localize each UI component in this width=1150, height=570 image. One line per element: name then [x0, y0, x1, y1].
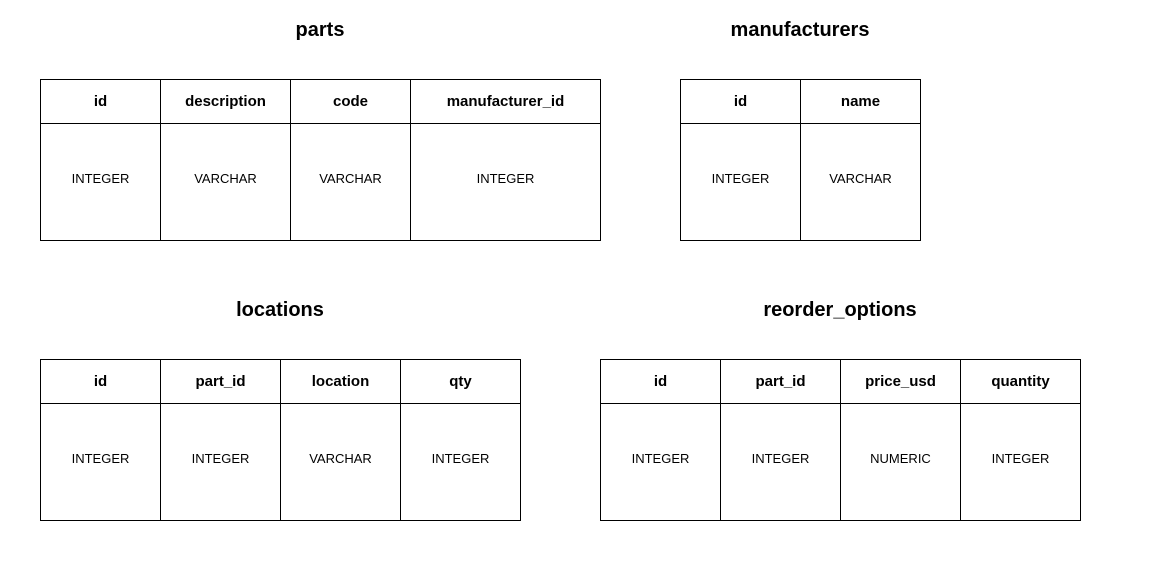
column-type-cell: NUMERIC: [840, 403, 961, 521]
entity-table-reorder-options: id part_id price_usd quantity INTEGER IN…: [600, 359, 1081, 521]
column-type-cell: VARCHAR: [800, 123, 921, 241]
column-type-cell: INTEGER: [720, 403, 841, 521]
column-header-cell: id: [40, 79, 161, 124]
column-header-cell: location: [280, 359, 401, 404]
entity-title-parts: parts: [295, 19, 345, 41]
column-type-cell: INTEGER: [410, 123, 601, 241]
column-header-cell: price_usd: [840, 359, 961, 404]
column-header-cell: quantity: [960, 359, 1081, 404]
column-header-row: id name: [680, 79, 921, 124]
column-header-cell: description: [160, 79, 291, 124]
column-type-cell: INTEGER: [680, 123, 801, 241]
entity-title-manufacturers: manufacturers: [730, 19, 870, 41]
column-header-cell: part_id: [160, 359, 281, 404]
entity-title-reorder-options: reorder_options: [763, 299, 917, 321]
entity-title-locations: locations: [236, 299, 324, 321]
column-type-cell: INTEGER: [600, 403, 721, 521]
column-type-row: INTEGER VARCHAR: [680, 123, 921, 241]
column-header-cell: code: [290, 79, 411, 124]
column-header-cell: id: [680, 79, 801, 124]
column-header-cell: part_id: [720, 359, 841, 404]
column-header-cell: id: [40, 359, 161, 404]
column-type-row: INTEGER INTEGER VARCHAR INTEGER: [40, 403, 521, 521]
column-header-cell: manufacturer_id: [410, 79, 601, 124]
column-type-cell: INTEGER: [40, 123, 161, 241]
column-header-row: id description code manufacturer_id: [40, 79, 601, 124]
column-type-cell: INTEGER: [400, 403, 521, 521]
column-header-cell: name: [800, 79, 921, 124]
column-type-cell: INTEGER: [160, 403, 281, 521]
column-type-cell: INTEGER: [40, 403, 161, 521]
entity-table-locations: id part_id location qty INTEGER INTEGER …: [40, 359, 521, 521]
column-type-row: INTEGER INTEGER NUMERIC INTEGER: [600, 403, 1081, 521]
column-type-cell: INTEGER: [960, 403, 1081, 521]
entity-table-manufacturers: id name INTEGER VARCHAR: [680, 79, 921, 241]
column-type-cell: VARCHAR: [290, 123, 411, 241]
column-type-row: INTEGER VARCHAR VARCHAR INTEGER: [40, 123, 601, 241]
column-type-cell: VARCHAR: [160, 123, 291, 241]
column-header-cell: id: [600, 359, 721, 404]
column-type-cell: VARCHAR: [280, 403, 401, 521]
entity-table-parts: id description code manufacturer_id INTE…: [40, 79, 601, 241]
column-header-row: id part_id price_usd quantity: [600, 359, 1081, 404]
column-header-cell: qty: [400, 359, 521, 404]
column-header-row: id part_id location qty: [40, 359, 521, 404]
